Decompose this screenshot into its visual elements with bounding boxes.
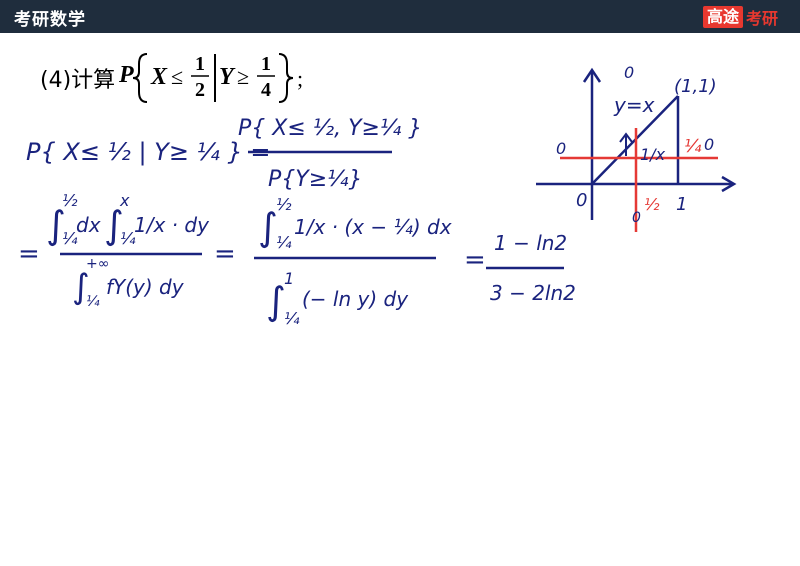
int-den-lower: ¼ [86, 294, 100, 310]
int-a-sign: ∫ [46, 203, 66, 247]
graph-label-yx: y=x [613, 93, 655, 117]
int2-num-sign: ∫ [258, 205, 278, 249]
graph-label-point: (1,1) [674, 76, 717, 97]
int-den-upper: +∞ [86, 256, 109, 272]
graph-label-o-left: 0 [556, 139, 566, 158]
int-b-lower: ¼ [120, 229, 136, 248]
int-b-upper: x [119, 191, 130, 210]
int2-num-body: 1/x · (x − ¼) dx [294, 215, 452, 239]
work-frac1-den: P{Y≥¼} [268, 167, 362, 192]
int2-den-body: (− ln y) dy [302, 287, 409, 311]
graph-x-arrow [721, 175, 737, 193]
graph-y-arrow [582, 67, 602, 83]
int-den-sign: ∫ [72, 267, 90, 307]
brand-box: 高途 [702, 5, 743, 28]
course-title: 考研数学 [14, 10, 86, 30]
graph-label-density: 1/x [640, 145, 666, 164]
int2-den-sign: ∫ [266, 279, 286, 323]
result-den: 3 − 2ln2 [490, 281, 576, 305]
int-a-lower: ¼ [62, 229, 78, 248]
work-lhs: P{ X≤ ½ | Y≥ ¼ } = [26, 138, 270, 166]
int2-num-upper: ½ [276, 195, 292, 214]
int-a-upper: ½ [62, 191, 78, 210]
prob-half-num: 1 [195, 53, 205, 75]
problem-formula: P X ≤ 1 2 Y ≥ 1 4 ; [118, 53, 303, 103]
graph-label-one: 1 [676, 194, 687, 215]
prob-ge: ≥ [237, 64, 249, 89]
work-eq2: = [18, 239, 40, 269]
int-b-body: 1/x · dy [134, 213, 210, 237]
prob-semicolon: ; [297, 66, 303, 91]
brand-text: 考研 [745, 8, 778, 28]
graph-label-quarter: ¼ [684, 136, 702, 157]
int2-den-upper: 1 [284, 269, 294, 288]
work-eq4: = [464, 245, 486, 275]
graph-label-half: ½ [644, 195, 660, 214]
problem-statement: (4)计算 P X ≤ 1 2 Y ≥ 1 4 ; [40, 48, 317, 108]
prob-P: P [118, 62, 134, 88]
prob-brace-right [279, 53, 294, 103]
work-eq3: = [214, 239, 236, 269]
int2-den-lower: ¼ [284, 309, 300, 328]
int-b-sign: ∫ [104, 203, 124, 247]
prob-X: X [150, 64, 168, 90]
graph-label-o-bottom: 0 [632, 210, 641, 226]
problem-label: (4)计算 [40, 68, 116, 93]
prob-half-den: 2 [195, 79, 205, 101]
prob-quarter-num: 1 [261, 53, 271, 75]
prob-quarter-den: 4 [261, 79, 271, 101]
prob-Y: Y [219, 64, 236, 90]
graph-arrow-mark [619, 132, 633, 156]
brand-logo: 高途 考研 [702, 5, 778, 28]
region-graph: y=x (1,1) 0 0 0 0 0 1 1/x ¼ ½ [536, 63, 737, 232]
prob-le: ≤ [171, 64, 183, 89]
graph-label-o-right: 0 [704, 135, 714, 154]
result-num: 1 − ln2 [494, 231, 567, 255]
int-a-dx: dx [76, 213, 101, 237]
top-bar: 考研数学 高途 考研 [0, 0, 800, 33]
int2-num-lower: ¼ [276, 233, 292, 252]
graph-label-origin: 0 [576, 190, 587, 211]
graph-label-o-top: 0 [624, 63, 634, 82]
prob-brace-left [133, 53, 148, 103]
work-frac1-num: P{ X≤ ½, Y≥¼ } [238, 116, 422, 141]
int-den-body: fY(y) dy [106, 275, 185, 299]
